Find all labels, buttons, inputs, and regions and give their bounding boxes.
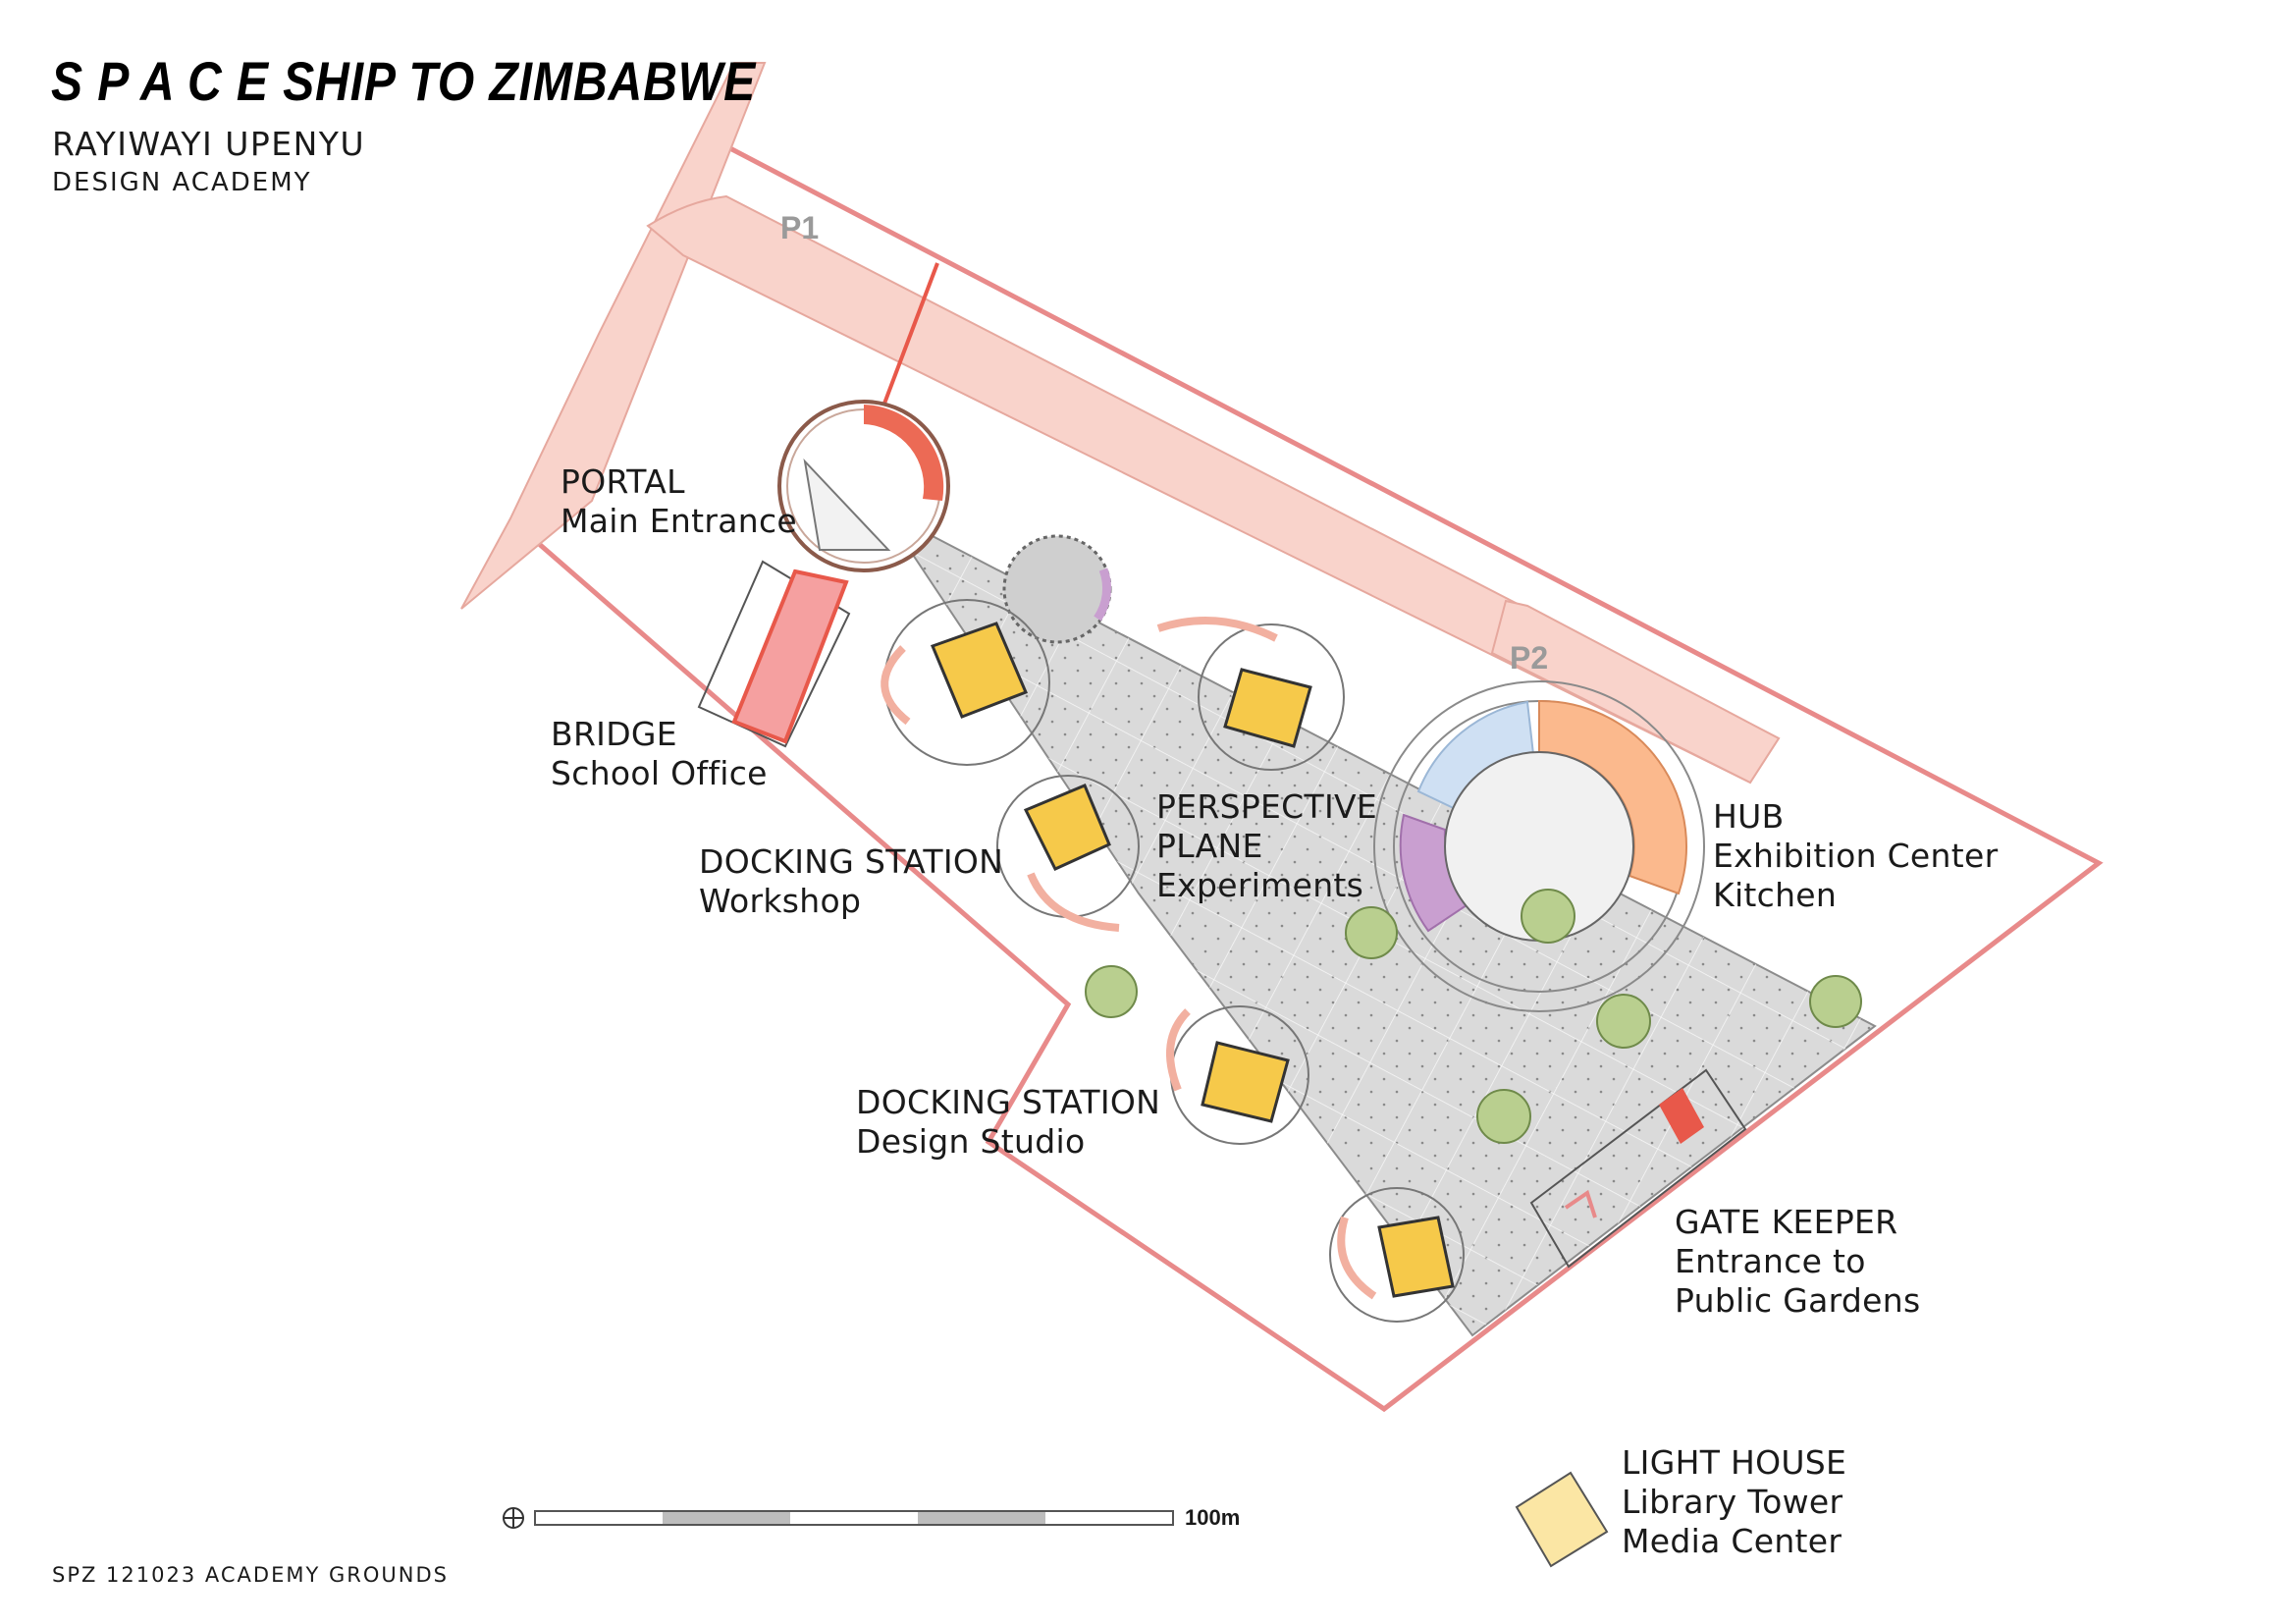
hub-desc2: Kitchen <box>1713 876 1838 914</box>
gatekeeper-desc: Entrance to <box>1675 1242 1866 1280</box>
parking-p2-label: P2 <box>1510 640 1549 676</box>
hub-label: HUB Exhibition Center Kitchen <box>1713 797 1998 915</box>
portal-building <box>777 400 950 572</box>
tower-north <box>1156 617 1345 771</box>
gatekeeper-desc2: Public Gardens <box>1675 1281 1921 1320</box>
portal-name: PORTAL <box>561 462 685 501</box>
small-pavilion <box>1002 534 1112 644</box>
legend-swatch <box>1515 1471 1609 1568</box>
tower-portal-side <box>881 599 1050 766</box>
trees <box>1085 889 1862 1144</box>
tree <box>1596 994 1651 1049</box>
tower-studio <box>1166 1005 1309 1145</box>
bridge-building <box>697 560 851 748</box>
bridge-name: BRIDGE <box>551 715 677 753</box>
legend-label: LIGHT HOUSE Library Tower Media Center <box>1622 1443 1846 1561</box>
hub-name: HUB <box>1713 797 1785 836</box>
page-title: S P A C E SHIP TO ZIMBABWE <box>51 50 757 112</box>
perspective-name: PERSPECTIVE <box>1156 787 1378 826</box>
page-subtitle: RAYIWAYI UPENYU <box>52 125 366 163</box>
portal-label: PORTAL Main Entrance <box>561 462 797 541</box>
gatekeeper-building <box>1529 1068 1747 1269</box>
gatekeeper-label: GATE KEEPER Entrance to Public Gardens <box>1675 1203 1921 1321</box>
scale-bar <box>503 1507 1174 1529</box>
portal-desc: Main Entrance <box>561 502 798 540</box>
docking-workshop-desc: Workshop <box>699 882 862 920</box>
legend-desc: Library Tower <box>1622 1483 1843 1521</box>
tree <box>1085 965 1138 1018</box>
docking-workshop-name: DOCKING STATION <box>699 842 1004 881</box>
legend-name: LIGHT HOUSE <box>1622 1443 1847 1482</box>
docking-workshop-label: DOCKING STATION Workshop <box>699 842 1003 921</box>
gatekeeper-name: GATE KEEPER <box>1675 1203 1898 1241</box>
docking-studio-desc: Design Studio <box>856 1122 1086 1161</box>
tree <box>1521 889 1575 944</box>
bridge-desc: School Office <box>551 754 768 792</box>
legend-desc2: Media Center <box>1622 1522 1842 1560</box>
tree <box>1809 975 1862 1028</box>
docking-studio-label: DOCKING STATION Design Studio <box>856 1083 1160 1162</box>
tree <box>1476 1089 1531 1144</box>
page-subtitle-2: DESIGN ACADEMY <box>52 168 312 197</box>
access-roads <box>460 62 1781 785</box>
bridge-label: BRIDGE School Office <box>551 715 768 793</box>
parking-p1-label: P1 <box>780 210 820 245</box>
perspective-name2: PLANE <box>1156 827 1263 865</box>
perspective-label: PERSPECTIVE PLANE Experiments <box>1156 787 1377 905</box>
hub-desc: Exhibition Center <box>1713 837 1999 875</box>
tower-workshop <box>996 775 1140 932</box>
docking-studio-name: DOCKING STATION <box>856 1083 1161 1121</box>
hub-building <box>1373 680 1705 1012</box>
lighthouse-towers <box>881 599 1465 1323</box>
tower-south <box>1329 1187 1465 1323</box>
sheet-footer: SPZ 121023 ACADEMY GROUNDS <box>52 1563 449 1587</box>
scale-label: 100m <box>1185 1505 1241 1530</box>
perspective-desc: Experiments <box>1156 866 1364 904</box>
tree <box>1345 906 1398 959</box>
